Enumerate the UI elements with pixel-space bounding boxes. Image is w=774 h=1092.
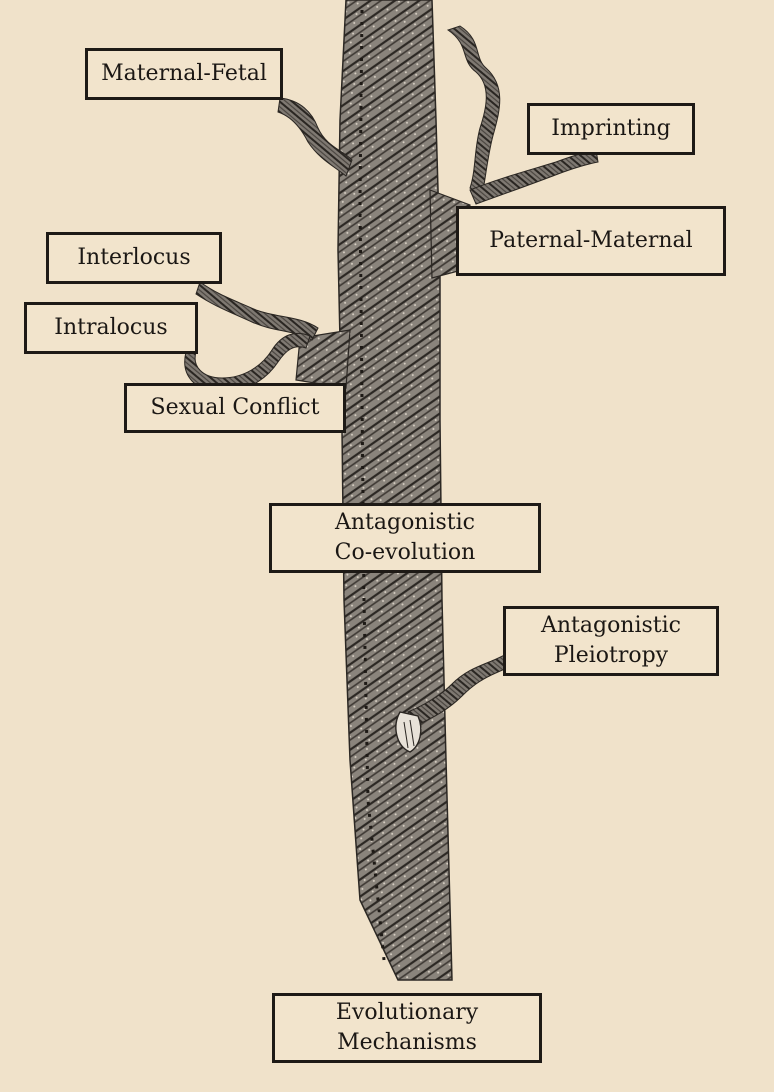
branch-interlocus	[195, 281, 319, 341]
label-interlocus: Interlocus	[46, 232, 222, 284]
label-maternal-fetal: Maternal-Fetal	[85, 48, 283, 100]
label-imprinting: Imprinting	[527, 103, 695, 155]
label-evolutionary-mechanisms-line2: Mechanisms	[337, 1030, 477, 1055]
label-antagonistic-pleiotropy-line1: Antagonistic	[540, 613, 682, 638]
label-sexual-conflict: Sexual Conflict	[124, 383, 346, 433]
label-antagonistic-pleiotropy-line2: Pleiotropy	[553, 643, 669, 668]
label-imprinting-text: Imprinting	[551, 116, 671, 141]
label-antagonistic-coevolution: Antagonistic Co-evolution	[269, 503, 541, 573]
label-sexual-conflict-text: Sexual Conflict	[150, 395, 320, 420]
main-rope-trunk	[337, 0, 453, 981]
label-antagonistic-coevolution-line2: Co-evolution	[334, 540, 476, 565]
label-interlocus-text: Interlocus	[77, 245, 191, 270]
label-antagonistic-coevolution-line1: Antagonistic	[334, 510, 476, 535]
branch-imprinting	[446, 25, 501, 197]
label-intralocus: Intralocus	[24, 302, 198, 354]
label-antagonistic-pleiotropy: Antagonistic Pleiotropy	[503, 606, 719, 676]
label-intralocus-text: Intralocus	[54, 315, 168, 340]
label-paternal-maternal: Paternal-Maternal	[456, 206, 726, 276]
label-paternal-maternal-text: Paternal-Maternal	[489, 228, 693, 253]
label-maternal-fetal-text: Maternal-Fetal	[101, 61, 267, 86]
label-evolutionary-mechanisms: Evolutionary Mechanisms	[272, 993, 542, 1063]
label-evolutionary-mechanisms-line1: Evolutionary	[335, 1000, 479, 1025]
branch-maternal-fetal	[277, 97, 353, 177]
